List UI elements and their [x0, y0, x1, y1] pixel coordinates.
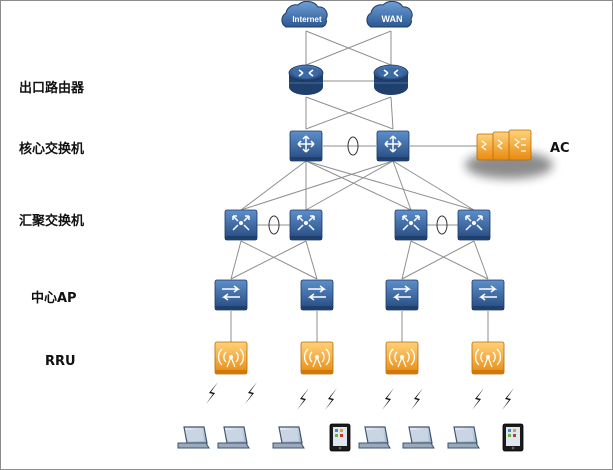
internet-label: Internet — [292, 15, 322, 24]
exit-router-right — [373, 64, 409, 95]
lightning-icon-5 — [382, 388, 394, 410]
rru-wireless-ap-icon-1 — [214, 341, 248, 375]
aggregation-switch-icon-3 — [394, 209, 428, 241]
wan-label: WAN — [382, 14, 403, 24]
central-ap-switch-icon-3 — [385, 279, 419, 311]
aggregation-switch-icon-4 — [457, 209, 491, 241]
lag-core-ellipse — [347, 136, 359, 156]
aggregation-switches — [224, 209, 491, 241]
terminal-devices — [177, 423, 524, 452]
laptop-icon-7 — [447, 426, 480, 449]
laptop-icon-6 — [402, 426, 435, 449]
lightning-icon-6 — [411, 388, 423, 410]
core-switch-left — [289, 130, 323, 162]
tablet-icon-8 — [502, 423, 524, 452]
central-ap-switch-icon-4 — [471, 279, 505, 311]
router-icon — [373, 64, 409, 95]
lightning-icon-7 — [472, 388, 484, 410]
rru-wireless-ap-icon-3 — [385, 341, 419, 375]
link-aggregation-marks — [268, 136, 448, 235]
central-ap-switch-icon-1 — [214, 279, 248, 311]
access-controller — [465, 129, 553, 179]
laptop-icon-5 — [358, 426, 391, 449]
core-switch-right — [376, 130, 410, 162]
rru-devices — [214, 341, 505, 375]
core-switch-icon — [289, 130, 323, 162]
layer-label-central-ap: 中心AP — [31, 291, 77, 306]
layer-label-rru: RRU — [45, 354, 76, 369]
central-ap-devices — [214, 279, 505, 311]
laptop-icon-3 — [272, 426, 305, 449]
layer-label-aggregation-switch: 汇聚交换机 — [19, 214, 85, 229]
internet-cloud-icon: Internet — [281, 1, 328, 28]
layer-label-core-switch: 核心交换机 — [19, 142, 85, 157]
wan-cloud-icon: WAN — [366, 1, 413, 28]
laptop-icon-1 — [177, 426, 210, 449]
lightning-icon-1 — [206, 382, 218, 404]
lightning-icon-8 — [502, 388, 514, 410]
tablet-icon-4 — [329, 423, 351, 452]
exit-router-left — [288, 64, 324, 95]
central-ap-switch-icon-2 — [300, 279, 334, 311]
ac-label: AC — [550, 141, 570, 156]
lightning-icon-2 — [245, 382, 257, 404]
access-controller-icon — [476, 129, 532, 161]
lightning-icon-4 — [325, 388, 337, 410]
core-switch-icon — [376, 130, 410, 162]
router-icon — [288, 64, 324, 95]
laptop-icon-2 — [217, 426, 250, 449]
lag-agg-right-ellipse — [436, 215, 448, 235]
wireless-links — [206, 382, 514, 410]
aggregation-switch-icon-1 — [224, 209, 258, 241]
rru-wireless-ap-icon-4 — [471, 341, 505, 375]
lag-agg-left-ellipse — [268, 215, 280, 235]
rru-wireless-ap-icon-2 — [300, 341, 334, 375]
aggregation-switch-icon-2 — [289, 209, 323, 241]
lightning-icon-3 — [297, 388, 309, 410]
layer-label-exit-router: 出口路由器 — [19, 81, 85, 96]
network-links — [230, 30, 489, 342]
